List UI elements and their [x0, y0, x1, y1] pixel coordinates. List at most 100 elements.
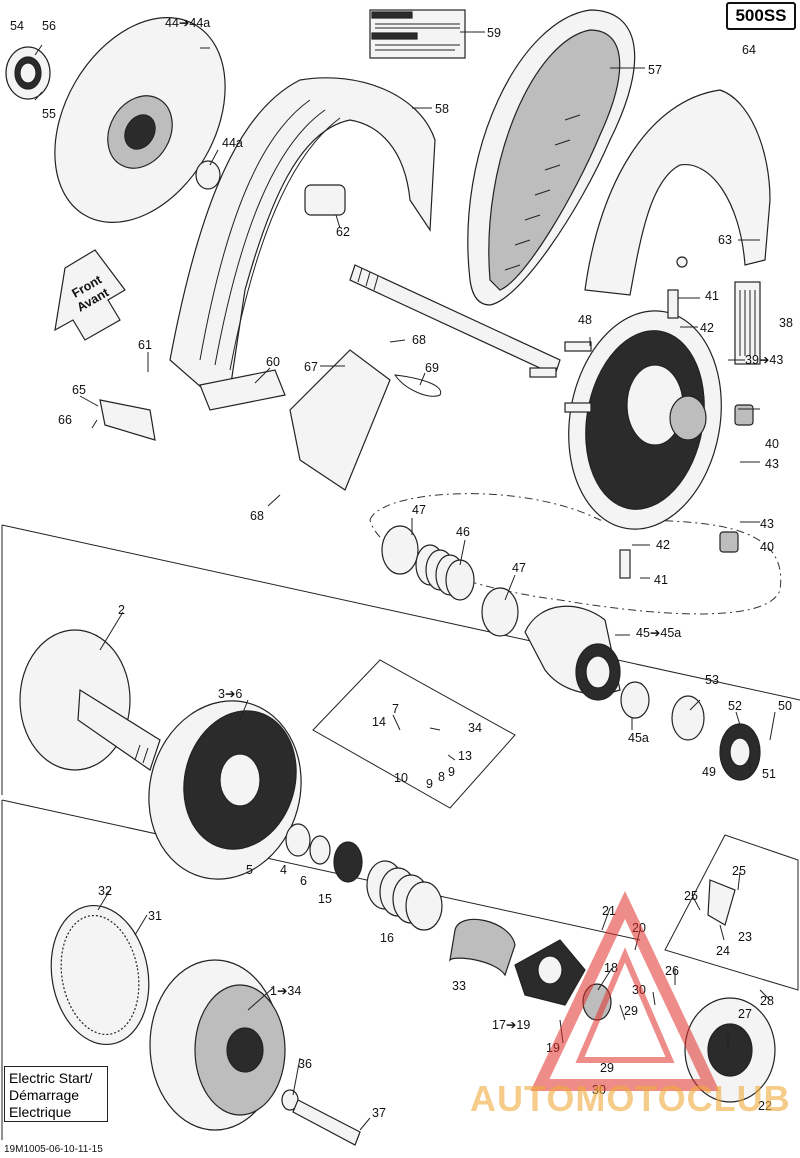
callout-64: 64 [742, 43, 756, 57]
electric-start-note: Electric Start/ Démarrage Electrique [4, 1066, 108, 1122]
spider-17 [514, 939, 586, 1006]
driven-pulley-39 [568, 310, 722, 530]
callout-9a: 9 [448, 765, 455, 779]
callout-13: 13 [458, 749, 472, 763]
callout-42a: 42 [700, 321, 714, 335]
spring-16 [366, 860, 443, 931]
callout-54: 54 [10, 19, 24, 33]
drive-pulley-1 [149, 959, 286, 1131]
cam-45 [524, 605, 621, 701]
electric-start-line-2: Démarrage [9, 1087, 80, 1103]
callout-44a: 44a [222, 136, 243, 150]
callout-38: 38 [779, 316, 793, 330]
roller-40a [734, 404, 754, 426]
callout-36: 36 [298, 1057, 312, 1071]
callout-17-19: 17➔19 [492, 1018, 530, 1032]
callout-25b: 25 [684, 889, 698, 903]
callout-69: 69 [425, 361, 439, 375]
callout-66: 66 [58, 413, 72, 427]
callout-62: 62 [336, 225, 350, 239]
callout-1-34: 1➔34 [270, 984, 301, 998]
movable-sheave-3 [148, 700, 302, 880]
callout-40a: 40 [765, 437, 779, 451]
callout-15: 15 [318, 892, 332, 906]
ring-6 [309, 835, 331, 865]
plate-67 [289, 349, 391, 491]
label-38 [734, 281, 761, 365]
lever-24 [707, 879, 736, 926]
callout-5: 5 [246, 863, 253, 877]
callout-67: 67 [304, 360, 318, 374]
callout-32: 32 [98, 884, 112, 898]
front-arrow: Front Avant [54, 249, 126, 341]
cover-63 [584, 89, 771, 296]
callout-18: 18 [604, 961, 618, 975]
callout-49: 49 [702, 765, 716, 779]
roller-40b [719, 531, 739, 553]
sleeve-33 [449, 918, 516, 977]
warning-label-59 [369, 9, 466, 59]
callout-27: 27 [738, 1007, 752, 1021]
callout-2: 2 [118, 603, 125, 617]
callout-29b: 29 [600, 1061, 614, 1075]
screw-41a [667, 289, 679, 319]
model-badge: 500SS [726, 2, 796, 30]
ring-45a [620, 681, 650, 719]
callout-4: 4 [280, 863, 287, 877]
callout-8: 8 [438, 770, 445, 784]
callout-26: 26 [665, 964, 679, 978]
callout-44-44a: 44➔44a [165, 16, 210, 30]
bolt-37 [292, 1099, 361, 1146]
bracket-62 [304, 184, 346, 216]
dashed-group-outline [369, 493, 782, 615]
shaft-splines [357, 267, 379, 291]
watermark-logo [530, 890, 720, 1091]
callout-28: 28 [760, 994, 774, 1008]
callout-37: 37 [372, 1106, 386, 1120]
guard-ribs [199, 99, 341, 371]
washer-47a [381, 525, 419, 575]
electric-start-line-1: Electric Start/ [9, 1070, 93, 1086]
callout-41b: 41 [654, 573, 668, 587]
latch-65 [99, 399, 156, 441]
callout-21: 21 [602, 904, 616, 918]
sheave-44 [54, 17, 226, 223]
washer-53 [671, 695, 705, 741]
shaft [349, 264, 561, 376]
callout-57: 57 [648, 63, 662, 77]
callout-45a: 45a [628, 731, 649, 745]
callout-3-6: 3➔6 [218, 687, 242, 701]
washer-47b [481, 587, 519, 637]
callout-56: 56 [42, 19, 56, 33]
callout-47a: 47 [412, 503, 426, 517]
callout-68a: 68 [412, 333, 426, 347]
callout-9b: 9 [426, 777, 433, 791]
callout-14: 14 [372, 715, 386, 729]
fixed-sheave-2 [19, 629, 161, 771]
callout-40b: 40 [760, 540, 774, 554]
watermark-text: AUTOMOTOCLUB [470, 1078, 791, 1119]
callout-47b: 47 [512, 561, 526, 575]
callout-43a: 43 [765, 457, 779, 471]
callout-50: 50 [778, 699, 792, 713]
ring-gear-31 [50, 904, 150, 1046]
callout-55: 55 [42, 107, 56, 121]
panel-outline-drive-pulley [1, 799, 641, 941]
callout-45-45a: 45➔45a [636, 626, 681, 640]
callout-29a: 29 [624, 1004, 638, 1018]
screw-48 [564, 341, 592, 352]
screw-41b [619, 549, 631, 579]
callout-39-43: 39➔43 [745, 353, 783, 367]
clip-69 [393, 374, 442, 397]
electric-start-line-3: Electrique [9, 1104, 72, 1120]
callout-16: 16 [380, 931, 394, 945]
belt-guard-58 [169, 77, 436, 396]
callout-41a: 41 [705, 289, 719, 303]
ring-44a [195, 160, 221, 190]
callout-34a: 34 [468, 721, 482, 735]
callout-63: 63 [718, 233, 732, 247]
callout-46: 46 [456, 525, 470, 539]
screw-48c [564, 402, 592, 413]
callout-65: 65 [72, 383, 86, 397]
